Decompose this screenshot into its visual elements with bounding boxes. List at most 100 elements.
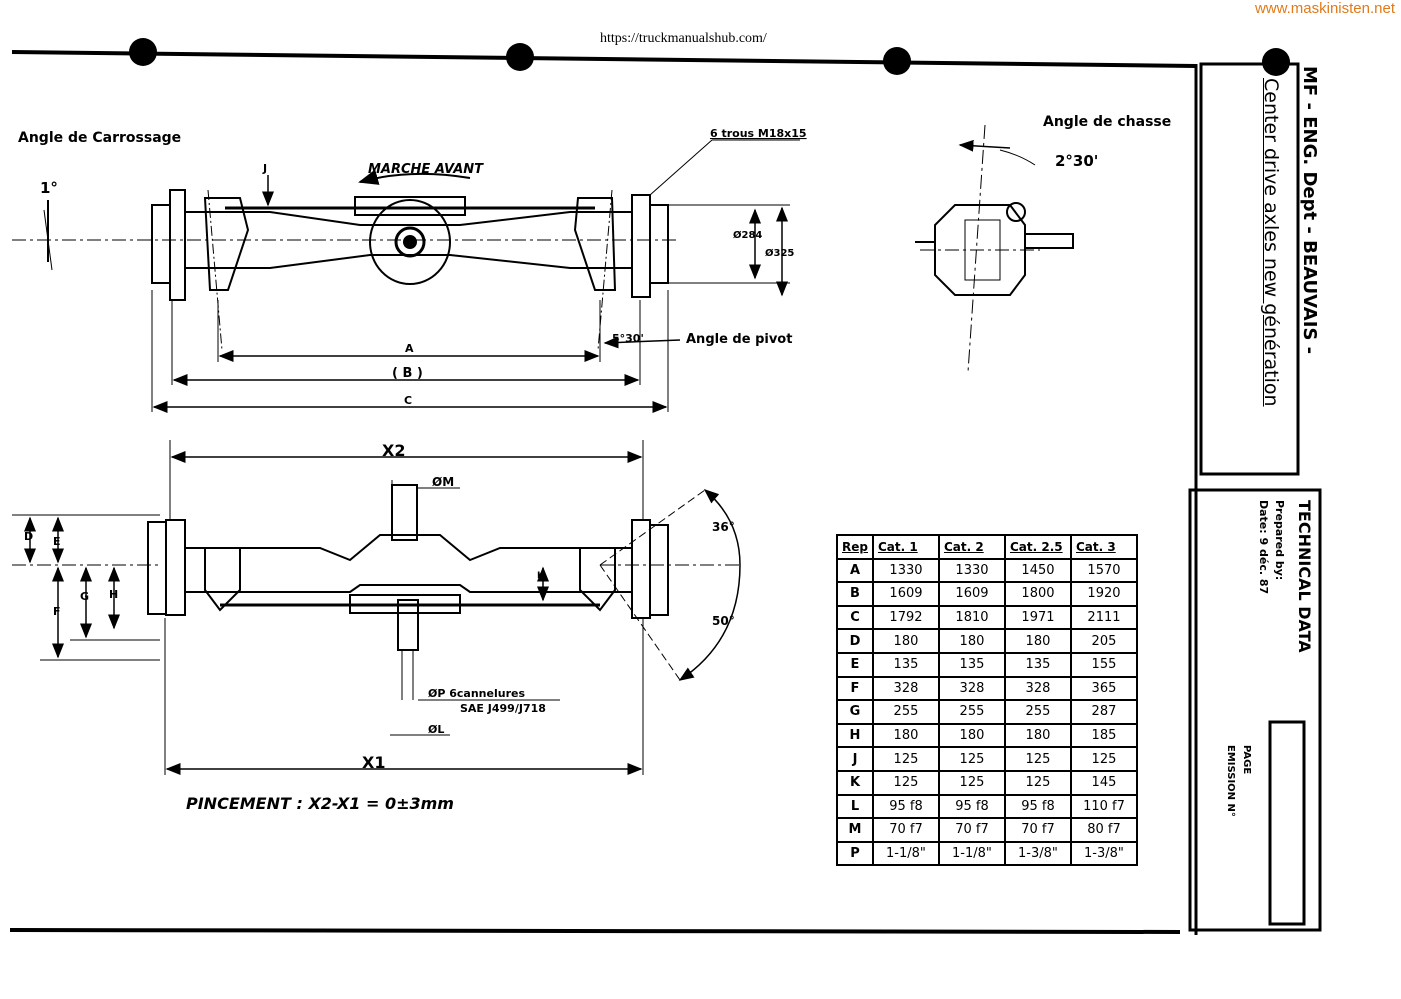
label-dim-a: A: [405, 342, 414, 355]
table-cell: 80 f7: [1069, 817, 1138, 843]
label-ol: ØL: [428, 723, 444, 736]
table-cell: 1-1/8": [937, 840, 1006, 867]
label-dim-e: E: [53, 535, 61, 548]
tech-block-page: PAGE: [1241, 745, 1252, 775]
table-cell: 125: [937, 769, 1006, 796]
table-cell: 95 f8: [1003, 793, 1072, 820]
tech-block-date: Date: 9 déc. 87: [1257, 500, 1270, 595]
table-cell: 125: [1003, 746, 1072, 772]
binder-holes: [129, 38, 1290, 76]
label-chasse-value: 2°30': [1055, 152, 1098, 170]
table-cell: 1609: [937, 581, 1006, 607]
table-cell: 365: [1069, 675, 1138, 702]
page-frame: [9, 50, 1198, 935]
table-cell: 328: [871, 675, 940, 702]
table-cell: 1920: [1069, 581, 1138, 607]
label-x1: X1: [362, 753, 385, 772]
table-cell: 255: [871, 699, 940, 725]
table-cell: 180: [871, 722, 940, 749]
label-dim-d: D: [24, 530, 33, 543]
table-cell: 328: [1003, 675, 1072, 702]
table-header: Cat. 2: [937, 534, 1006, 560]
table-cell: 125: [871, 746, 940, 772]
label-dim-c: C: [404, 394, 412, 407]
table-cell: 1-3/8": [1003, 840, 1072, 867]
table-cell: 70 f7: [871, 817, 940, 843]
axle-side-view: [915, 124, 1074, 373]
label-x2: X2: [382, 441, 405, 460]
tech-block-title: TECHNICAL DATA: [1295, 500, 1314, 653]
label-angle-carrossage: Angle de Carrossage: [18, 130, 181, 146]
label-angle-36: 36°: [712, 520, 735, 534]
table-cell: 125: [1069, 746, 1138, 772]
table-cell: 180: [937, 722, 1006, 749]
table-cell: 180: [1003, 628, 1072, 654]
label-dim-h: H: [109, 588, 118, 601]
table-header: Rep: [836, 534, 874, 560]
table-cell: 1810: [937, 604, 1006, 631]
table-cell: 180: [1003, 722, 1072, 749]
table-cell: H: [836, 722, 874, 749]
label-angle-pivot: Angle de pivot: [686, 332, 792, 347]
label-sae: SAE J499/J718: [460, 702, 546, 715]
title-block-line2: Center drive axles new génération: [1260, 78, 1282, 407]
table-cell: F: [836, 675, 874, 702]
label-camber-value: 1°: [40, 179, 58, 197]
table-cell: 125: [937, 746, 1006, 772]
table-cell: E: [836, 651, 874, 678]
table-cell: 155: [1069, 651, 1138, 678]
tech-block-prepared: Prepared by:: [1273, 500, 1286, 581]
table-cell: A: [836, 557, 874, 584]
table-cell: 287: [1069, 699, 1138, 725]
label-dim-j: J: [262, 162, 267, 175]
table-cell: 1-3/8": [1069, 840, 1138, 867]
table-cell: 1792: [871, 604, 940, 631]
label-angle-chasse: Angle de chasse: [1043, 114, 1171, 130]
label-angle-50: 50°: [712, 614, 735, 628]
table-cell: M: [836, 817, 874, 843]
table-cell: 1-1/8": [871, 840, 940, 867]
table-cell: 1450: [1003, 557, 1072, 584]
label-dim-g: G: [80, 590, 89, 603]
label-marche-avant: MARCHE AVANT: [368, 162, 484, 177]
table-cell: 125: [871, 769, 940, 796]
table-cell: 1971: [1003, 604, 1072, 631]
table-cell: J: [836, 746, 874, 772]
label-om: ØM: [432, 475, 454, 489]
label-dim-b: ( B ): [392, 366, 423, 381]
table-cell: 1609: [871, 581, 940, 607]
label-dim-f: F: [53, 605, 61, 618]
table-cell: P: [836, 840, 874, 867]
axle-front-view: [12, 139, 800, 413]
label-holes: 6 trous M18x15: [710, 127, 807, 140]
table-cell: 185: [1069, 722, 1138, 749]
table-header: Cat. 2.5: [1003, 534, 1072, 560]
table-cell: 135: [1003, 651, 1072, 678]
label-pivot-value: 5°30': [612, 332, 644, 345]
table-cell: 135: [871, 651, 940, 678]
table-cell: B: [836, 581, 874, 607]
table-cell: 328: [937, 675, 1006, 702]
table-cell: 1800: [1003, 581, 1072, 607]
table-cell: 205: [1069, 628, 1138, 654]
label-pincement: PINCEMENT : X2-X1 = 0±3mm: [186, 794, 454, 813]
source-url: https://truckmanualshub.com/: [600, 31, 767, 46]
table-cell: 180: [937, 628, 1006, 654]
label-d284: Ø284: [733, 229, 762, 241]
table-cell: 1330: [937, 557, 1006, 584]
